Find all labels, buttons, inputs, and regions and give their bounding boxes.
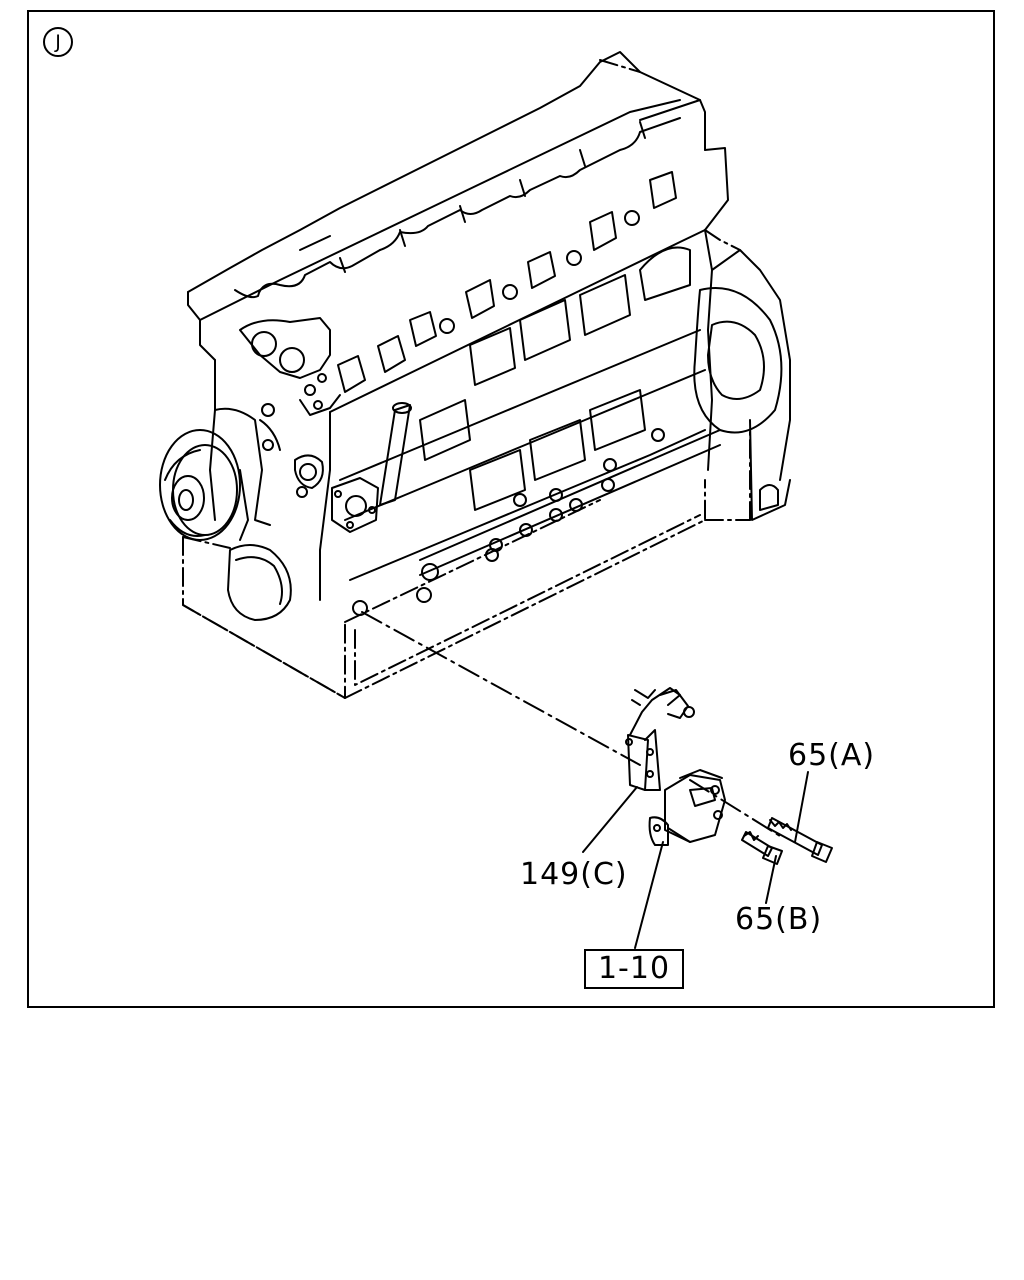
bolt-65b <box>741 831 783 865</box>
assembly-leader-line <box>361 611 641 766</box>
leader-1-10 <box>634 841 664 949</box>
leader-149c <box>582 786 638 853</box>
callout-65b: 65(B) <box>735 902 823 937</box>
cylinder-head <box>187 51 729 416</box>
bracket-149c <box>625 687 695 791</box>
bolt-65a <box>767 817 833 863</box>
reference-box-1-10: 1-10 <box>584 949 684 989</box>
engine-block <box>159 229 791 621</box>
leader-65b <box>765 855 777 904</box>
section-marker-badge: J <box>43 27 73 57</box>
leader-65a <box>794 771 809 843</box>
diagram-frame <box>27 10 995 1008</box>
callout-149c: 149(C) <box>520 857 628 892</box>
callout-65a: 65(A) <box>788 738 876 773</box>
engine-mount <box>648 769 726 846</box>
oil-pan-phantom <box>182 59 751 699</box>
